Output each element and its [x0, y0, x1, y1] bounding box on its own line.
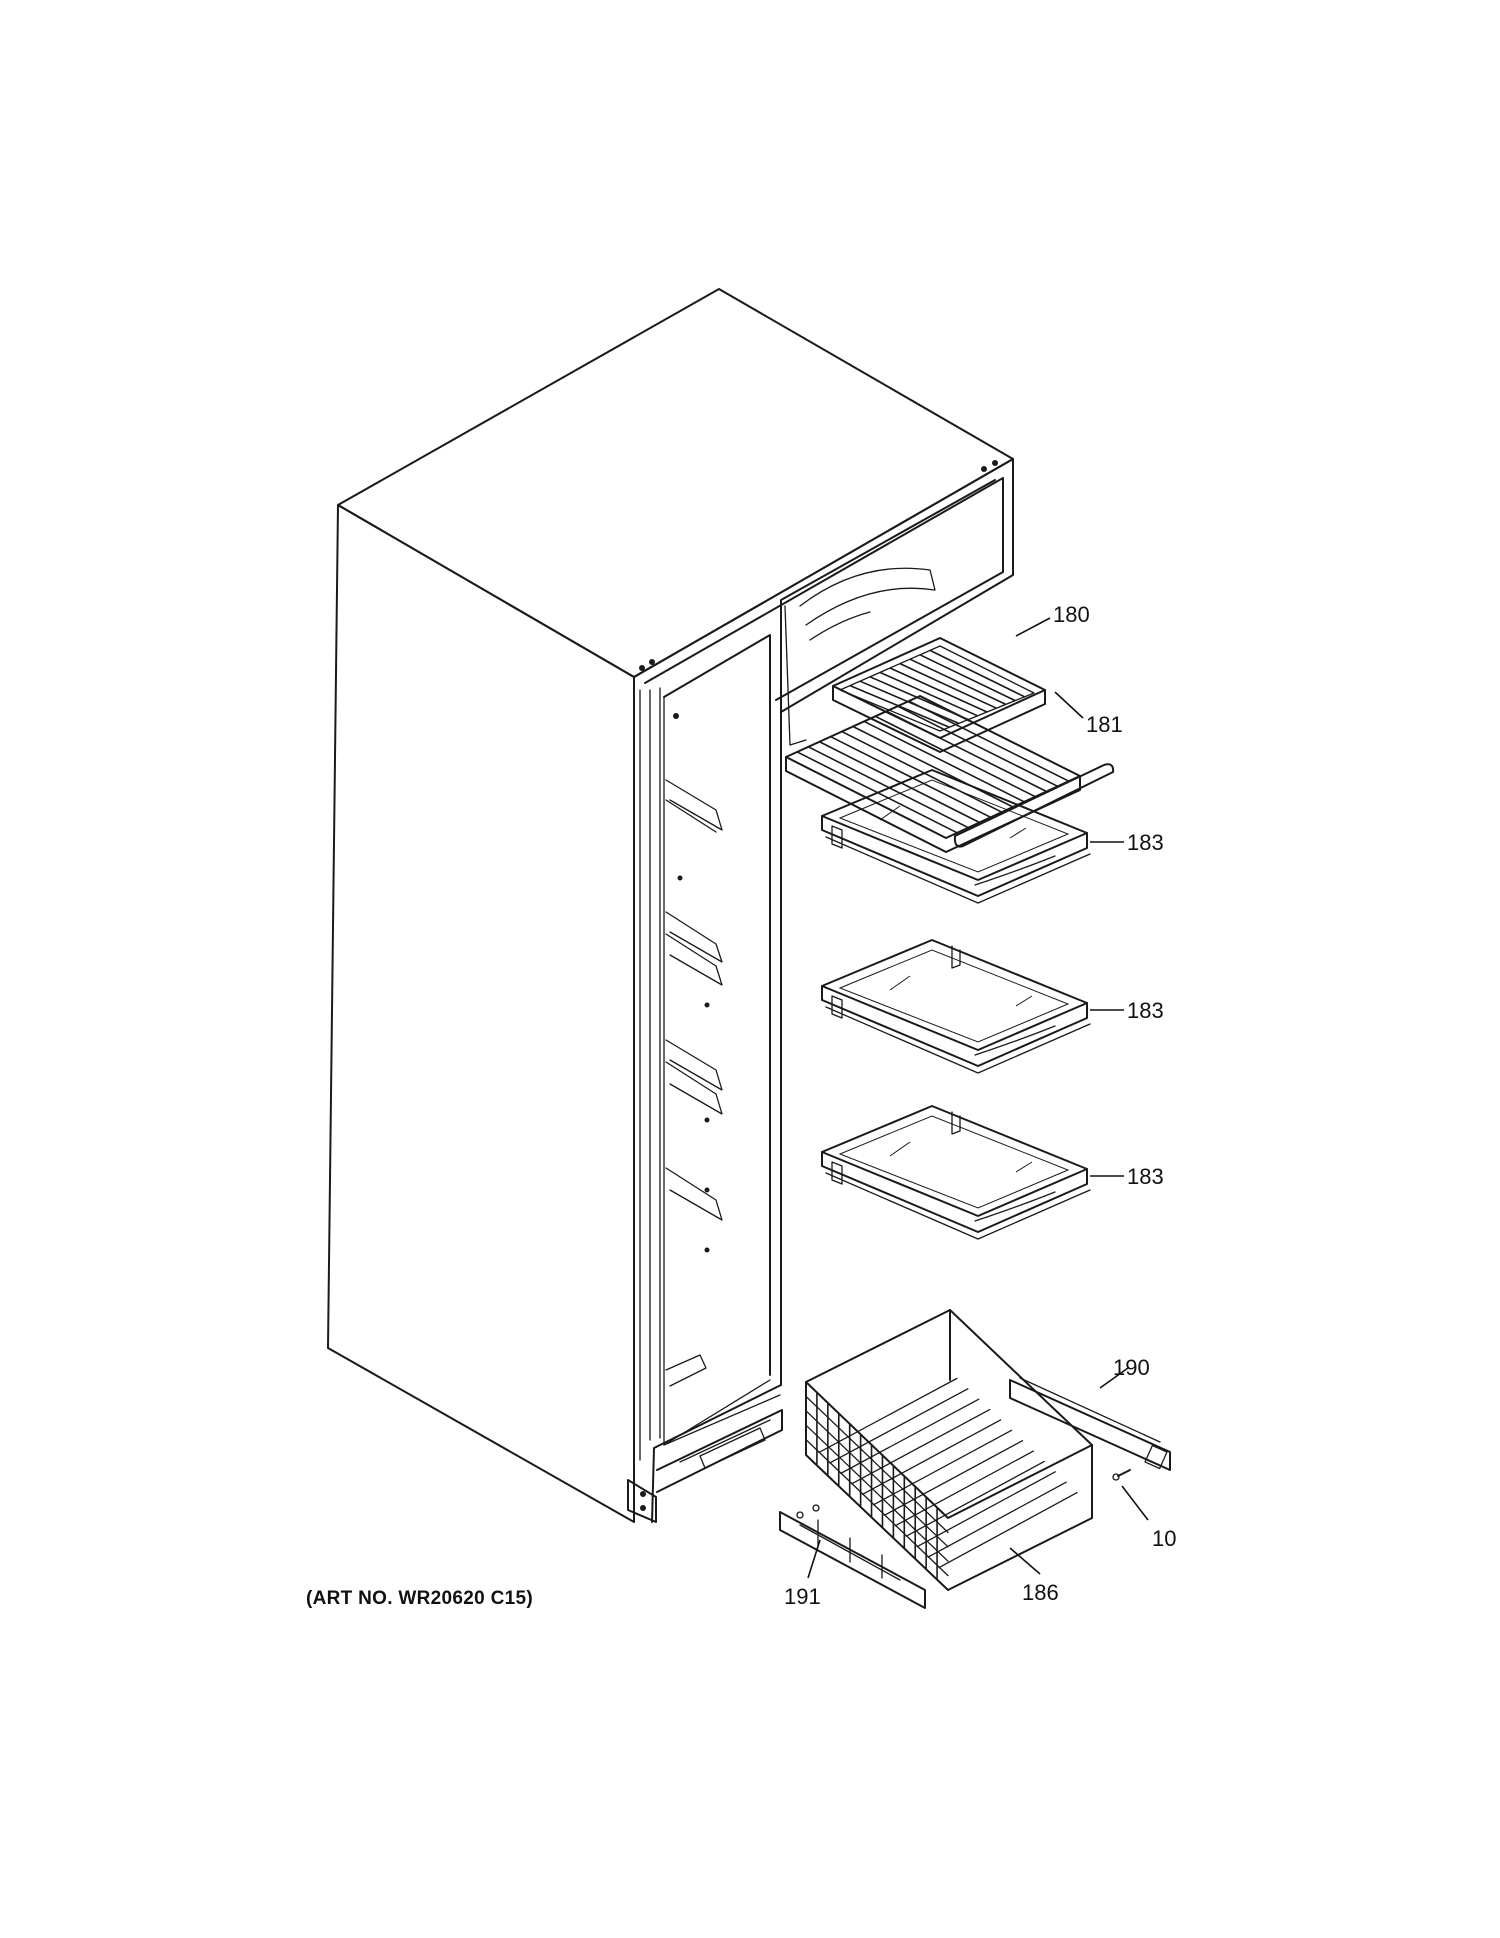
wire-shelf-180 — [832, 637, 1046, 753]
wire-shelf-181 — [785, 695, 1115, 853]
callout-183-middle: 183 — [1127, 998, 1164, 1023]
callout-183-top: 183 — [1127, 830, 1164, 855]
glass-shelf-183-bottom — [821, 1105, 1091, 1240]
glass-shelf-183-top — [821, 769, 1091, 904]
callout-186: 186 — [1022, 1580, 1059, 1605]
glass-shelf-183-middle — [821, 939, 1091, 1074]
callout-10: 10 — [1152, 1526, 1176, 1551]
refrigerator-cabinet — [327, 288, 1014, 1523]
callout-labels: 180 181 183 183 183 190 10 186 191 — [784, 602, 1176, 1609]
callout-180: 180 — [1053, 602, 1090, 627]
slide-rail-190 — [1009, 1377, 1171, 1471]
freezer-wall-supports — [665, 779, 723, 1387]
art-number-caption: (ART NO. WR20620 C15) — [306, 1588, 533, 1609]
callout-183-bottom: 183 — [1127, 1164, 1164, 1189]
callout-181: 181 — [1086, 712, 1123, 737]
callout-191: 191 — [784, 1584, 821, 1609]
callout-190: 190 — [1113, 1355, 1150, 1380]
screw-10 — [1112, 1469, 1131, 1481]
front-trim-191 — [779, 1504, 926, 1609]
wire-basket-186 — [805, 1309, 1093, 1591]
